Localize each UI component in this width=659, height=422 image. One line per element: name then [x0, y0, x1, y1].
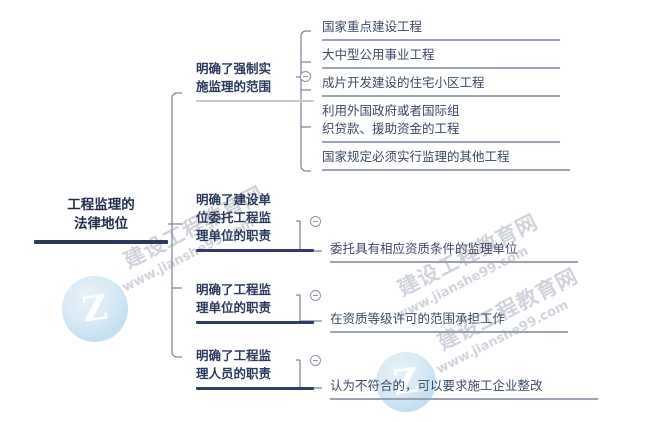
leaf-node-1-1-label: 国家重点建设工程: [322, 19, 423, 34]
leaf-node-1-2-label: 大中型公用事业工程: [322, 47, 435, 62]
collapse-minus-icon[interactable]: [310, 216, 321, 227]
leaf-node-2-1[interactable]: 委托具有相应资质条件的监理单位: [330, 240, 578, 263]
branch-node-2[interactable]: 明确了建设单 位委托工程监 理单位的职责: [196, 191, 314, 252]
leaf-node-1-4-label: 利用外国政府或者国际组 织贷款、援助资金的工程: [322, 103, 460, 136]
branch-node-4-label: 明确了工程监 理人员的职责: [196, 348, 272, 381]
leaf-node-1-5-underline: [322, 169, 570, 171]
leaf-node-1-3-label: 成片开发建设的住宅小区工程: [322, 75, 485, 90]
leaf-node-1-1[interactable]: 国家重点建设工程: [322, 18, 560, 41]
collapse-minus-icon[interactable]: [310, 290, 321, 301]
leaf-node-4-1-underline: [330, 398, 598, 400]
branch-node-1-label: 明确了强制实 施监理的范围: [196, 61, 272, 94]
collapse-minus-icon[interactable]: [310, 355, 321, 366]
leaf-node-1-5-label: 国家规定必须实行监理的其他工程: [322, 149, 510, 164]
branch-node-3[interactable]: 明确了工程监 理单位的职责: [196, 281, 314, 324]
leaf-node-1-4-underline: [322, 141, 560, 143]
leaf-node-1-3[interactable]: 成片开发建设的住宅小区工程: [322, 74, 560, 97]
leaf-node-1-5[interactable]: 国家规定必须实行监理的其他工程: [322, 148, 570, 171]
branch-node-2-label: 明确了建设单 位委托工程监 理单位的职责: [196, 192, 272, 243]
branch-node-3-underline: [196, 321, 314, 324]
branch-node-4[interactable]: 明确了工程监 理人员的职责: [196, 347, 314, 390]
leaf-node-1-2-underline: [322, 67, 560, 69]
branch-node-1-underline: [196, 100, 314, 102]
leaf-node-1-2[interactable]: 大中型公用事业工程: [322, 46, 560, 69]
root-node[interactable]: 工程监理的 法律地位: [34, 196, 168, 244]
leaf-node-1-3-underline: [322, 95, 560, 97]
branch-node-3-label: 明确了工程监 理单位的职责: [196, 282, 272, 315]
leaf-node-3-1-underline: [330, 331, 568, 333]
leaf-node-1-4[interactable]: 利用外国政府或者国际组 织贷款、援助资金的工程: [322, 102, 560, 143]
branch-node-1[interactable]: 明确了强制实 施监理的范围: [196, 60, 314, 102]
leaf-node-4-1-label: 认为不符合的，可以要求施工企业整改: [330, 378, 543, 393]
leaf-node-1-1-underline: [322, 39, 560, 41]
leaf-node-4-1[interactable]: 认为不符合的，可以要求施工企业整改: [330, 377, 598, 400]
leaf-node-3-1-label: 在资质等级许可的范围承担工作: [330, 311, 506, 326]
leaf-node-2-1-underline: [330, 261, 578, 263]
collapse-minus-icon[interactable]: [300, 71, 311, 82]
leaf-node-2-1-label: 委托具有相应资质条件的监理单位: [330, 241, 518, 256]
root-node-underline: [34, 240, 168, 244]
leaf-node-3-1[interactable]: 在资质等级许可的范围承担工作: [330, 310, 568, 333]
branch-node-4-underline: [196, 387, 314, 390]
branch-node-2-underline: [196, 249, 314, 252]
connector-main-spine: [171, 92, 182, 358]
root-node-label: 工程监理的 法律地位: [67, 197, 135, 232]
